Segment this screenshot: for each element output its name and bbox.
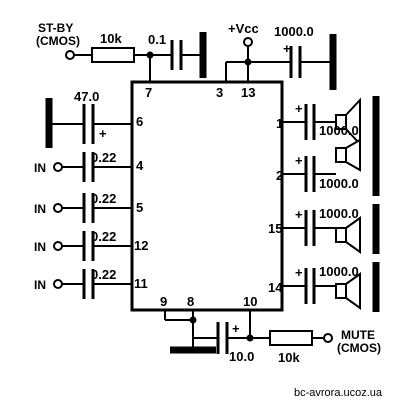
supply-cap-plus: + bbox=[283, 41, 291, 56]
vcc-terminal bbox=[243, 37, 253, 47]
mute-terminal bbox=[323, 333, 333, 343]
input-cap-label: 0.22 bbox=[91, 191, 116, 206]
output-cap-plus: + bbox=[295, 265, 303, 280]
output-row-2: 2 + 1000.0 bbox=[276, 138, 380, 196]
output-pin-label: 14 bbox=[268, 280, 283, 295]
input-label: IN bbox=[34, 278, 46, 292]
output-cap-label: 1000.0 bbox=[319, 123, 359, 138]
speaker-cone bbox=[345, 138, 361, 172]
pin-13-label: 13 bbox=[241, 85, 255, 100]
input-terminal bbox=[53, 203, 63, 213]
watermark: bc-avrora.ucoz.ua bbox=[294, 387, 383, 399]
mute-cap-label: 10.0 bbox=[229, 349, 254, 364]
mute-label-line2: (CMOS) bbox=[337, 341, 381, 355]
output-row-3: 15 + 1000.0 bbox=[268, 204, 380, 254]
stby-terminal bbox=[65, 50, 75, 60]
mute-resistor bbox=[269, 330, 313, 346]
stby-cap-label: 0.1 bbox=[148, 32, 166, 47]
mute-label-line1: MUTE bbox=[341, 328, 375, 342]
pin-8-label: 8 bbox=[187, 294, 194, 309]
supply-cap-label: 1000.0 bbox=[274, 24, 314, 39]
input-row-1: IN 0.22 4 bbox=[34, 150, 144, 182]
input-pin-label: 5 bbox=[136, 200, 143, 215]
input-pin-label: 12 bbox=[134, 238, 148, 253]
speaker-body bbox=[335, 147, 347, 163]
stby-label-line2: (CMOS) bbox=[36, 34, 80, 48]
vcc-label: +Vcc bbox=[228, 21, 259, 36]
pin-9-label: 9 bbox=[160, 294, 167, 309]
stby-label-line1: ST-BY bbox=[38, 21, 73, 35]
input-pin-label: 4 bbox=[136, 158, 144, 173]
output-cap-label: 1000.0 bbox=[319, 264, 359, 279]
pin-3-label: 3 bbox=[216, 85, 223, 100]
input-row-2: IN 0.22 5 bbox=[34, 191, 143, 223]
input-terminal bbox=[53, 241, 63, 251]
input-label: IN bbox=[34, 240, 46, 254]
input-label: IN bbox=[34, 202, 46, 216]
output-row-1: 1 + 1000.0 bbox=[276, 96, 380, 147]
output-cap-plus: + bbox=[295, 207, 303, 222]
pin-7-label: 7 bbox=[145, 85, 152, 100]
output-row-4: 14 + 1000.0 bbox=[268, 262, 380, 312]
input-cap-label: 0.22 bbox=[91, 150, 116, 165]
speaker-cone bbox=[345, 216, 361, 254]
pin6-cap-plus: + bbox=[99, 126, 107, 141]
pin-6-label: 6 bbox=[136, 114, 143, 129]
mute-cap-plus: + bbox=[232, 321, 240, 336]
speaker-body bbox=[335, 283, 347, 299]
mute-resistor-label: 10k bbox=[278, 350, 300, 365]
input-pin-label: 11 bbox=[134, 276, 148, 291]
pin-10-label: 10 bbox=[243, 294, 257, 309]
stby-resistor bbox=[91, 47, 135, 63]
output-pin-label: 2 bbox=[276, 168, 283, 183]
pin6-cap-label: 47.0 bbox=[74, 89, 99, 104]
input-terminal bbox=[53, 162, 63, 172]
input-cap-label: 0.22 bbox=[91, 229, 116, 244]
speaker-cone bbox=[345, 272, 361, 310]
input-label: IN bbox=[34, 161, 46, 175]
input-terminal bbox=[53, 279, 63, 289]
output-pin-label: 1 bbox=[276, 116, 283, 131]
output-cap-plus: + bbox=[295, 101, 303, 116]
output-cap-label: 1000.0 bbox=[319, 176, 359, 191]
ic-body bbox=[130, 80, 284, 312]
input-row-4: IN 0.22 11 bbox=[34, 267, 148, 299]
stby-resistor-label: 10k bbox=[100, 31, 122, 46]
input-row-3: IN 0.22 12 bbox=[34, 229, 148, 261]
output-cap-plus: + bbox=[295, 153, 303, 168]
output-cap-label: 1000.0 bbox=[319, 206, 359, 221]
input-cap-label: 0.22 bbox=[91, 267, 116, 282]
speaker-body bbox=[335, 227, 347, 243]
output-pin-label: 15 bbox=[268, 221, 282, 236]
